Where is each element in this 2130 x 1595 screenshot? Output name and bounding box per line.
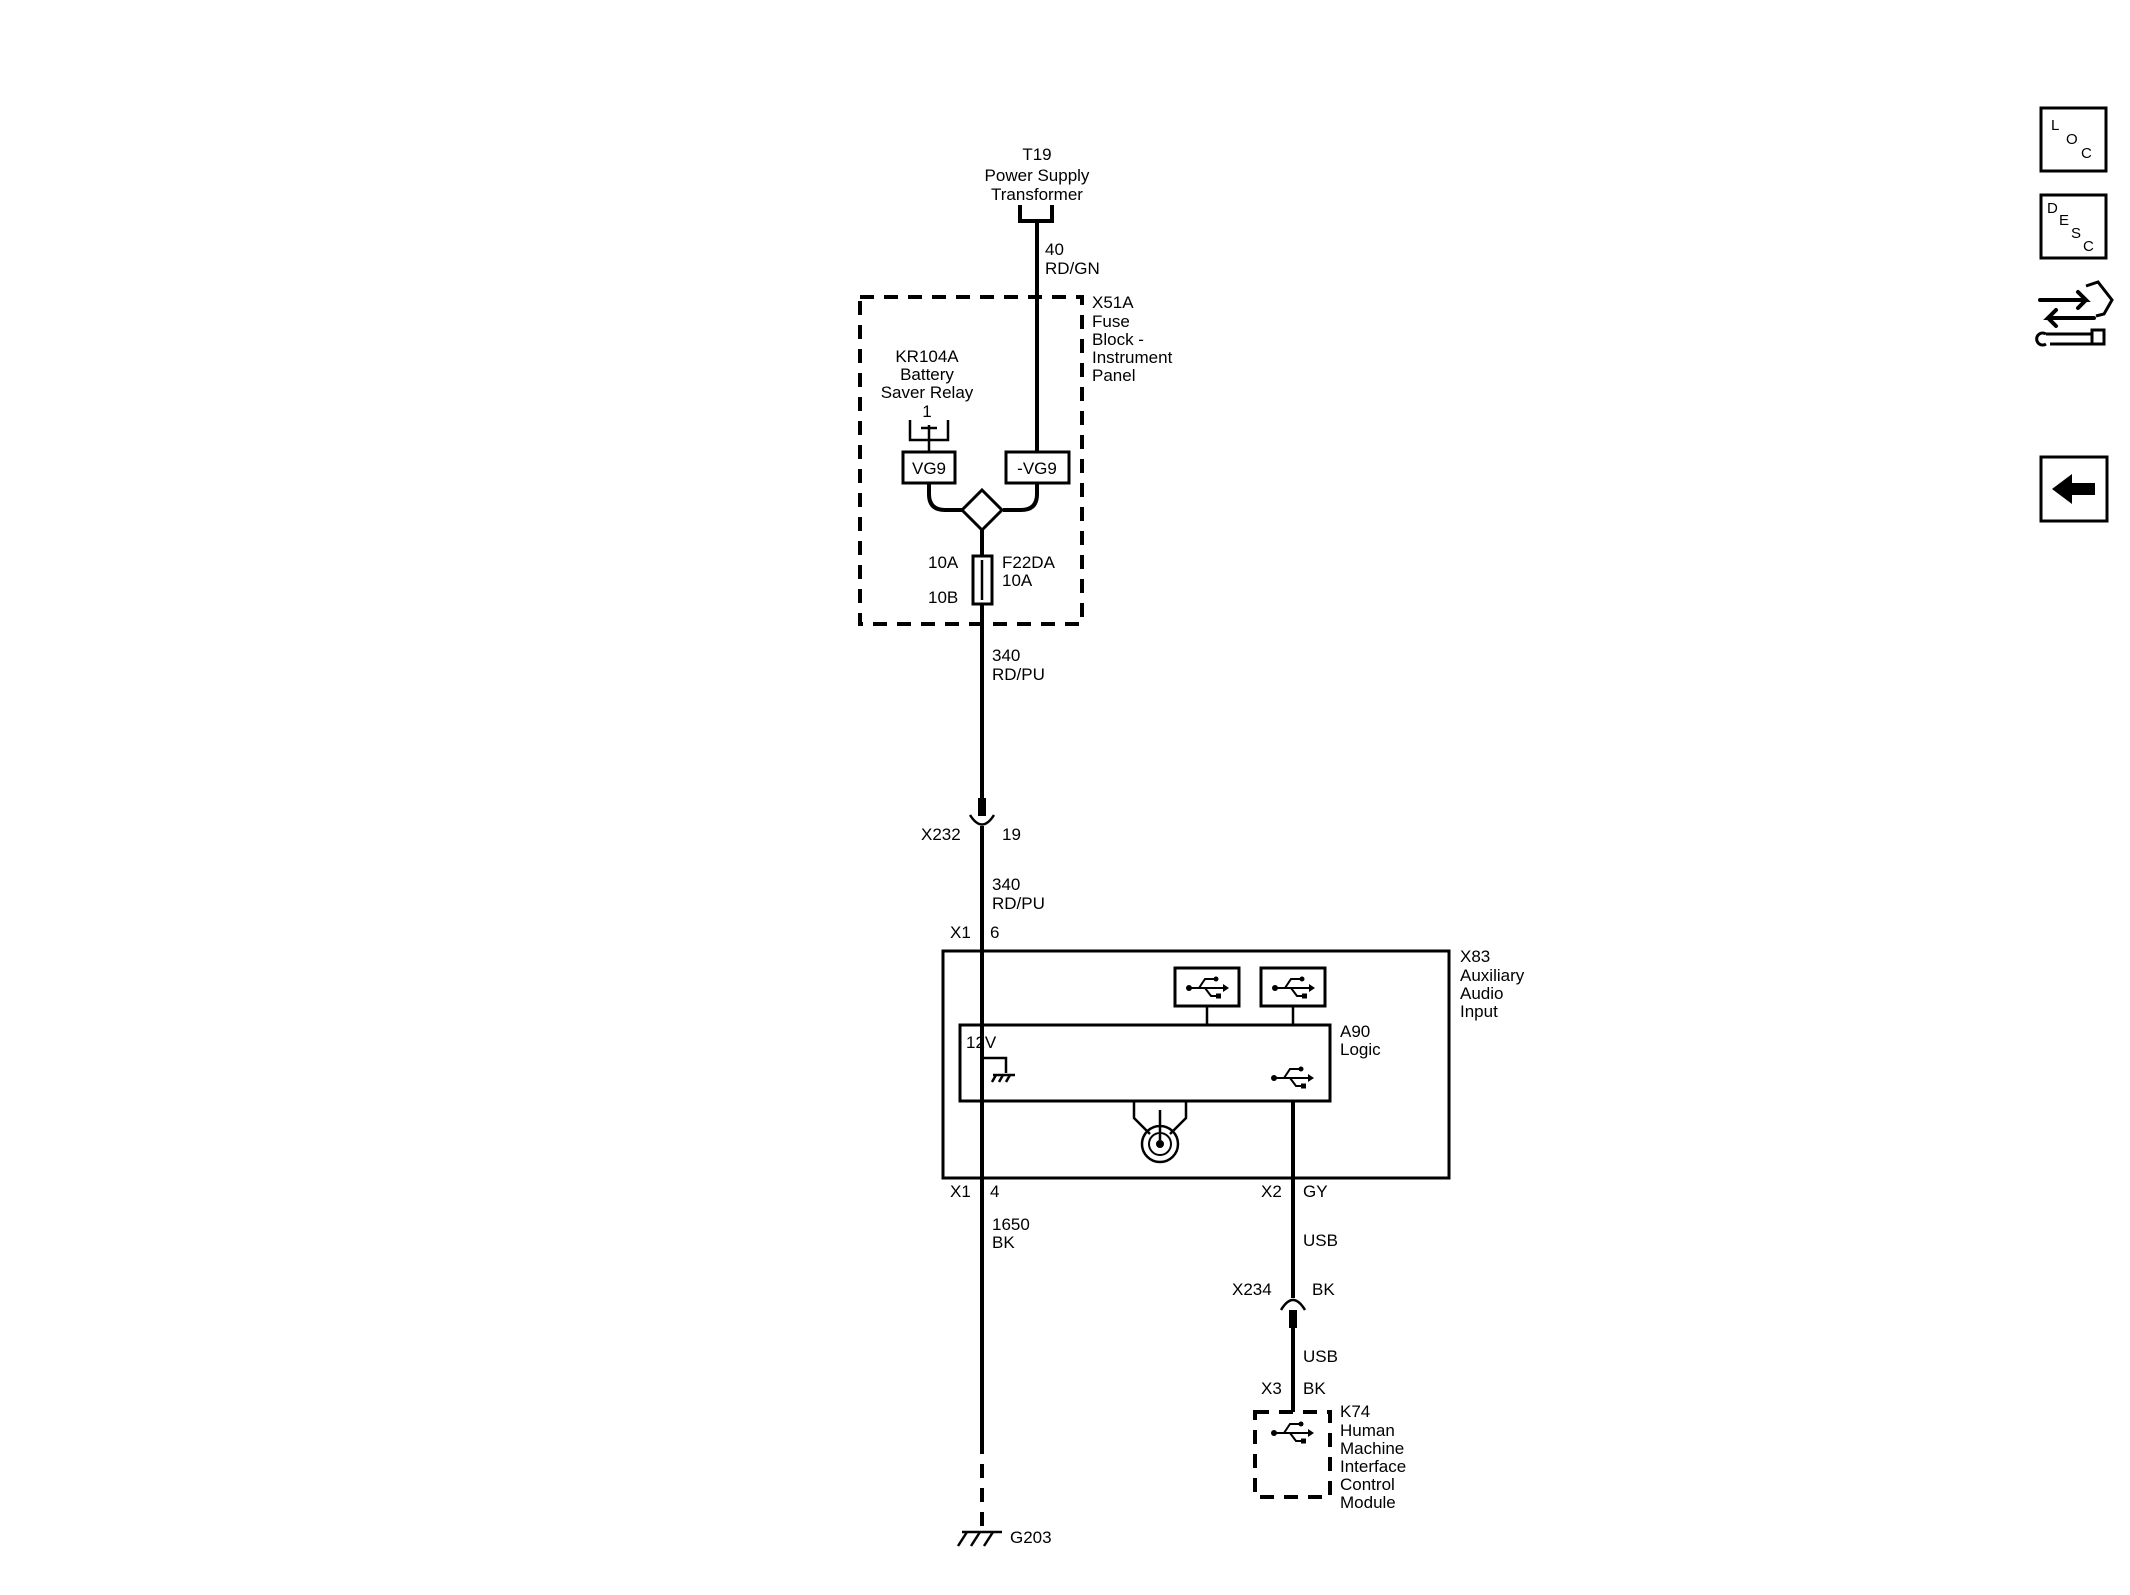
neg-vg9-link [1003,483,1039,512]
fuse-block-label-3: Instrument [1092,348,1173,367]
logic-id: A90 [1340,1022,1370,1041]
usb-port-2 [1259,966,1327,1025]
wire-1650-color: BK [992,1233,1015,1252]
usb-icon [1272,976,1315,999]
ground-g203-icon [956,1530,1002,1547]
fuse-out-pin: 10B [928,588,958,607]
x1-top-pin: 6 [990,923,999,942]
svg-text:C: C [2083,238,2094,255]
aux-input-label-1: Auxiliary [1460,966,1525,985]
desc-button[interactable]: D E S C [2039,193,2108,260]
x1-bottom-pin: 4 [990,1182,999,1201]
usb-icon [1186,976,1229,999]
hmi-id: K74 [1340,1402,1370,1421]
x234-pin: BK [1312,1280,1335,1299]
splice-diamond [959,487,1005,533]
hmi-label-1: Human [1340,1421,1395,1440]
usb-port-1 [1173,966,1241,1025]
usb-icon [1271,1421,1314,1444]
x2-id: X2 [1261,1182,1282,1201]
hmi-label-4: Control [1340,1475,1395,1494]
audio-jack-icon [1132,1101,1188,1164]
connector-wrench-icon[interactable] [2035,278,2114,354]
wire-340b-color: RD/PU [992,894,1045,913]
x1-top-id: X1 [950,923,971,942]
vg9-link [927,483,963,512]
connector-x234: X234 BK [1232,1280,1335,1328]
transformer-t19: T19 Power Supply Transformer [985,145,1090,223]
svg-text:S: S [2071,225,2081,242]
hmi-label-2: Machine [1340,1439,1404,1458]
x232-id: X232 [921,825,961,844]
fuse-in-pin: 10A [928,553,959,572]
terminal-vg9-label: VG9 [912,459,946,478]
transformer-terminal [1018,205,1054,223]
relay-label-2: Saver Relay [881,383,974,402]
aux-input-label-2: Audio [1460,984,1503,1003]
logic-a90-box [958,1023,1332,1103]
hmi-label-5: Module [1340,1493,1396,1512]
relay-pin: 1 [922,402,931,421]
relay-label-1: Battery [900,365,954,384]
logic-label: Logic [1340,1040,1381,1059]
transformer-label-2: Transformer [991,185,1083,204]
loc-button[interactable]: L O C [2039,106,2108,173]
wire-40-color: RD/GN [1045,259,1100,278]
svg-text:L: L [2051,117,2059,134]
svg-text:C: C [2081,145,2092,162]
fuse-block-label-4: Panel [1092,366,1135,385]
svg-text:E: E [2059,212,2069,229]
usb-a-label: USB [1303,1231,1338,1250]
back-button[interactable] [2039,455,2109,523]
ground-id: G203 [1010,1528,1052,1547]
aux-input-x83-outline [941,949,1451,1180]
aux-input-id: X83 [1460,947,1490,966]
fuse-block-id: X51A [1092,293,1134,312]
wire-340a-circuit: 340 [992,646,1020,665]
usb-b-label: USB [1303,1347,1338,1366]
transformer-id: T19 [1022,145,1051,164]
x2-pin: GY [1303,1182,1328,1201]
wire-40-circuit: 40 [1045,240,1064,259]
wire-340b-circuit: 340 [992,875,1020,894]
svg-text:D: D [2047,200,2058,217]
fuse-block-x51a-outline [858,295,1084,626]
fuse-id: F22DA [1002,553,1056,572]
x3-id: X3 [1261,1379,1282,1398]
hmi-label-3: Interface [1340,1457,1406,1476]
x1-bottom-id: X1 [950,1182,971,1201]
connector-x232: X232 19 [921,798,1021,844]
x232-pin: 19 [1002,825,1021,844]
relay-kr104a: KR104A Battery Saver Relay 1 [881,347,974,452]
terminal-neg-vg9-label: -VG9 [1017,459,1057,478]
left-arrow-icon [2052,474,2095,504]
relay-id: KR104A [895,347,959,366]
x3-pin: BK [1303,1379,1326,1398]
wire-1650-circuit: 1650 [992,1215,1030,1234]
transformer-label-1: Power Supply [985,166,1090,185]
x234-id: X234 [1232,1280,1272,1299]
svg-text:O: O [2066,131,2078,148]
usb-icon [1271,1066,1314,1089]
aux-input-label-3: Input [1460,1002,1498,1021]
fuse-block-label-1: Fuse [1092,312,1130,331]
fuse-block-label-2: Block - [1092,330,1144,349]
hmi-k74-outline [1253,1410,1332,1499]
fuse-rating: 10A [1002,571,1033,590]
wire-340a-color: RD/PU [992,665,1045,684]
